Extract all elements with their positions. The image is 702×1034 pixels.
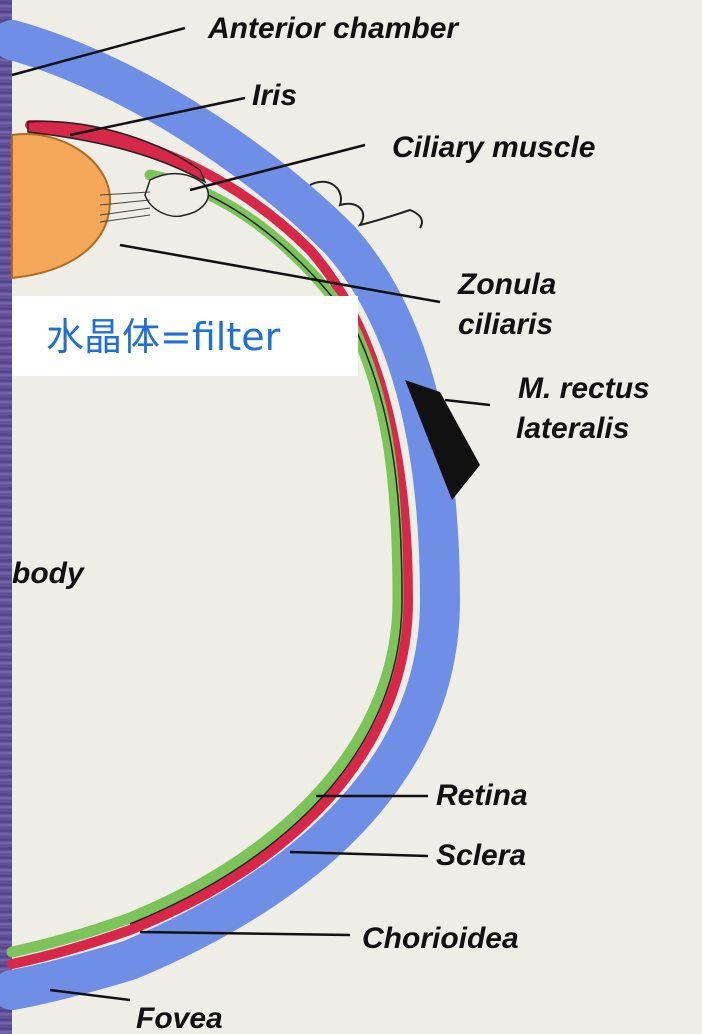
label-sclera: Sclera: [436, 839, 526, 872]
label-ciliary-muscle: Ciliary muscle: [392, 131, 595, 164]
label-anterior-chamber: Anterior chamber: [207, 12, 460, 45]
label-ciliaris: ciliaris: [458, 308, 553, 341]
label-body: body: [12, 557, 85, 590]
lens-shape: [12, 134, 110, 278]
label-retina: Retina: [436, 779, 528, 812]
label-m-rectus: M. rectus: [518, 372, 650, 405]
label-zonula: Zonula: [457, 268, 556, 301]
caption-text: 水晶体=filter: [46, 306, 280, 361]
label-chorioidea: Chorioidea: [362, 922, 519, 955]
label-lateralis: lateralis: [516, 412, 629, 445]
label-iris: Iris: [252, 79, 297, 112]
label-fovea: Fovea: [136, 1002, 223, 1034]
ciliary-body: [145, 174, 208, 217]
